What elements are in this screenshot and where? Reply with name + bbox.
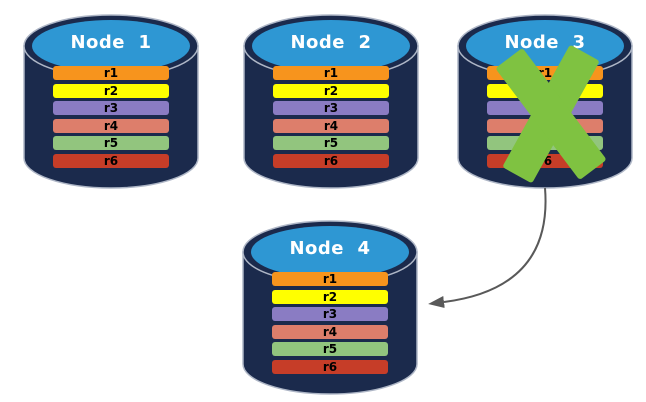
replica-bar-r5: r5: [272, 342, 388, 356]
node-1: Node 1 r1 r2 r3 r4 r5 r6: [22, 7, 200, 189]
replica-list: r1 r2 r3 r4 r5 r6: [273, 66, 389, 168]
replica-label: r6: [103, 153, 119, 168]
node-title: Node 3: [504, 32, 586, 53]
replica-bar-r4: r4: [273, 118, 389, 133]
node-title: Node 1: [70, 32, 152, 53]
replica-bar-r2: r2: [53, 83, 169, 98]
database-cylinder-icon: [243, 14, 419, 189]
replica-bar-r6: r6: [273, 153, 389, 168]
replica-bar-r6: r6: [53, 153, 169, 168]
replica-label: r3: [322, 307, 338, 321]
replica-label: r6: [323, 153, 339, 168]
replica-bar-r2: r2: [272, 289, 388, 304]
replica-bar-r5: r5: [53, 136, 169, 150]
replica-label: r5: [323, 136, 339, 150]
replica-label: r4: [323, 118, 339, 133]
replica-bar-r6: r6: [272, 359, 388, 374]
replica-label: r5: [103, 136, 119, 150]
replica-label: r4: [103, 118, 119, 133]
node-3: Node 3 r1 r2 r3 r4 r5 r6: [456, 7, 634, 189]
cylinder-top: [251, 226, 409, 278]
replica-list: r1 r2 r3 r4 r5 r6: [53, 66, 169, 168]
replica-label: r2: [322, 289, 338, 304]
replica-bar-r3: r3: [273, 101, 389, 115]
node-2: Node 2 r1 r2 r3 r4 r5 r6: [242, 7, 420, 189]
replica-label: r3: [323, 101, 339, 115]
replica-bar-r4: r4: [272, 324, 388, 339]
cylinder-body: [23, 45, 199, 189]
database-cylinder-icon: [23, 14, 199, 189]
cylinder-body: [242, 251, 418, 395]
replica-label: r2: [103, 83, 119, 98]
replica-bar-r1: r1: [272, 272, 388, 286]
replica-label: r1: [103, 66, 119, 80]
replica-label: r6: [322, 359, 338, 374]
replica-label: r3: [103, 101, 119, 115]
cylinder-body: [243, 45, 419, 189]
replica-bar-r3: r3: [272, 307, 388, 321]
replica-bar-r4: r4: [53, 118, 169, 133]
node-title: Node 2: [290, 32, 372, 53]
replica-label: r2: [323, 83, 339, 98]
replica-bar-r1: r1: [53, 66, 169, 80]
transfer-arrow-path: [428, 187, 547, 308]
replica-label: r5: [322, 342, 338, 356]
replica-label: r1: [322, 272, 338, 286]
node-title: Node 4: [289, 238, 371, 259]
replica-label: r1: [323, 66, 339, 80]
replica-bar-r3: r3: [53, 101, 169, 115]
replica-label: r4: [322, 324, 338, 339]
replica-bar-r2: r2: [273, 83, 389, 98]
cylinder-top: [252, 20, 410, 72]
replica-bar-r1: r1: [273, 66, 389, 80]
replica-bar-r5: r5: [273, 136, 389, 150]
replica-list: r1 r2 r3 r4 r5 r6: [272, 272, 388, 374]
node-4: Node 4 r1 r2 r3 r4 r5 r6: [241, 213, 419, 395]
cylinder-top: [32, 20, 190, 72]
database-cylinder-icon: [242, 220, 418, 395]
